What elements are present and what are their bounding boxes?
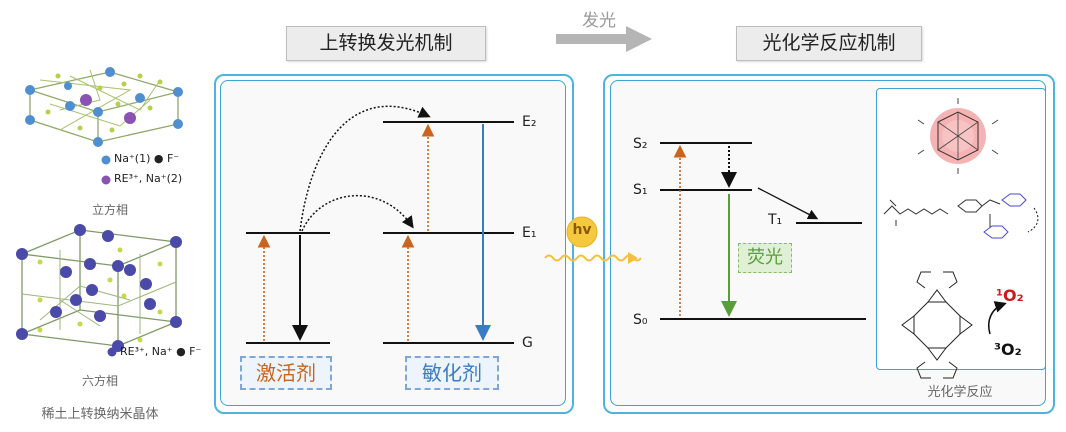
hv-label: hv bbox=[572, 222, 592, 238]
energy-transfer-to-e1 bbox=[301, 194, 414, 232]
upconversion-inner-frame bbox=[220, 80, 566, 406]
azobenzene-silane-molecule bbox=[883, 193, 1039, 239]
photochem-outer-frame bbox=[603, 74, 1055, 414]
cubic-crystal-structure bbox=[25, 67, 183, 147]
cubic-phase-caption: 立方相 bbox=[91, 203, 128, 217]
level-e1-label: E₁ bbox=[522, 225, 537, 241]
upconversion-energy-levels bbox=[246, 121, 514, 344]
level-t1-label: T₁ bbox=[768, 212, 783, 228]
level-e2-label: E₂ bbox=[522, 114, 537, 130]
hexagonal-crystal-structure bbox=[16, 224, 182, 352]
hex-legend: RE³⁺, Na⁺ ● F⁻ bbox=[120, 345, 202, 358]
emission-arrow-label: 发光 bbox=[582, 11, 616, 31]
level-s0-label: S₀ bbox=[633, 312, 648, 328]
photochemical-reaction-caption: 光化学反应 bbox=[927, 385, 993, 400]
fluorescence-label-box: 荧光 bbox=[738, 243, 792, 273]
hv-badge bbox=[566, 216, 598, 248]
cubic-legend-re-dot bbox=[101, 175, 111, 185]
hex-legend-re-dot bbox=[107, 347, 117, 357]
porphyrin-complex-molecule bbox=[917, 98, 999, 174]
oxygen-activation-arrow bbox=[988, 301, 1007, 335]
cubic-legend-na1-dot bbox=[101, 155, 111, 165]
intersystem-crossing-arrow bbox=[757, 187, 819, 220]
hex-phase-caption: 六方相 bbox=[81, 374, 118, 388]
excitation-arrows bbox=[257, 123, 435, 341]
photochem-energy-levels bbox=[660, 142, 866, 320]
upconversion-mechanism-title: 上转换发光机制 bbox=[286, 26, 486, 61]
emission-arrow bbox=[556, 26, 652, 52]
cubic-legend-na1: Na⁺(1) ● F⁻ bbox=[114, 152, 180, 165]
upconversion-nanocrystal-caption: 稀土上转换纳米晶体 bbox=[41, 407, 159, 422]
level-g-label: G bbox=[522, 335, 533, 351]
phthalocyanine-molecule bbox=[901, 271, 973, 379]
sensitizer-label-box: 敏化剂 bbox=[405, 356, 499, 390]
singlet-oxygen-label: ¹O₂ bbox=[996, 286, 1024, 305]
level-s2-label: S₂ bbox=[633, 136, 648, 152]
cubic-legend-re: RE³⁺, Na⁺(2) bbox=[114, 172, 183, 185]
activator-label-box: 激活剂 bbox=[240, 356, 332, 390]
photochem-mechanism-title: 光化学反应机制 bbox=[736, 26, 922, 61]
level-s1-label: S₁ bbox=[633, 182, 648, 198]
hv-arrow-head bbox=[628, 252, 638, 264]
hv-wavy-arrow bbox=[544, 254, 642, 262]
triplet-oxygen-label: ³O₂ bbox=[994, 340, 1022, 359]
energy-transfer-to-e2 bbox=[299, 105, 431, 232]
